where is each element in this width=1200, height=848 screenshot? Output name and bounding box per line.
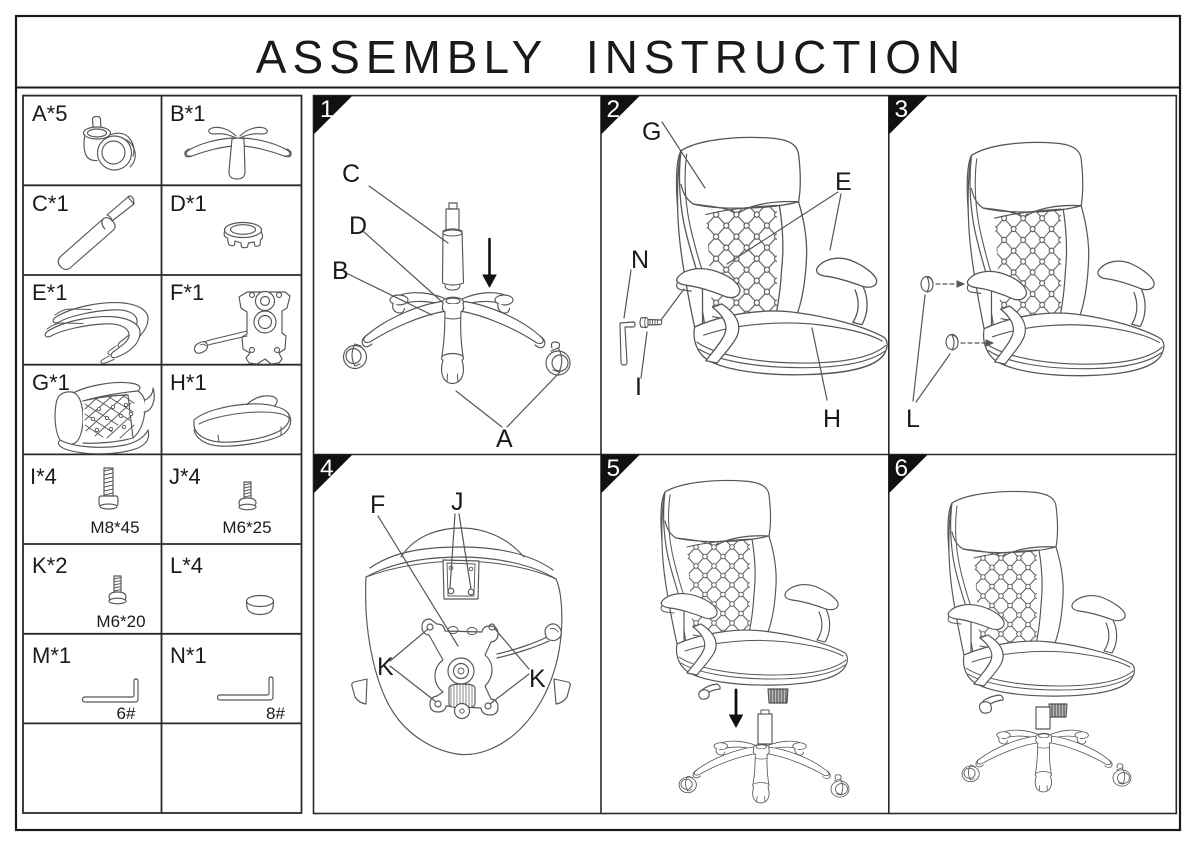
svg-text:J: J — [451, 488, 464, 516]
svg-text:K*2: K*2 — [32, 553, 67, 578]
svg-text:M6*20: M6*20 — [96, 612, 145, 631]
svg-text:E*1: E*1 — [32, 280, 67, 305]
svg-text:C: C — [342, 160, 360, 188]
svg-text:M8*45: M8*45 — [90, 518, 139, 537]
svg-text:F*1: F*1 — [170, 280, 204, 305]
svg-text:H*1: H*1 — [170, 370, 207, 395]
svg-text:D*1: D*1 — [170, 191, 207, 216]
svg-text:H: H — [823, 405, 841, 433]
svg-text:K: K — [377, 653, 394, 681]
svg-text:N*1: N*1 — [170, 643, 207, 668]
svg-text:M*1: M*1 — [32, 643, 71, 668]
svg-text:1: 1 — [320, 96, 334, 123]
svg-text:G*1: G*1 — [32, 370, 70, 395]
svg-text:N: N — [631, 246, 649, 274]
svg-text:K: K — [529, 665, 546, 693]
svg-text:F: F — [370, 491, 385, 519]
svg-text:ASSEMBLY INSTRUCTION: ASSEMBLY INSTRUCTION — [256, 31, 966, 83]
svg-text:C*1: C*1 — [32, 191, 69, 216]
svg-text:6: 6 — [895, 455, 909, 482]
svg-text:D: D — [349, 212, 367, 240]
svg-text:B*1: B*1 — [170, 101, 205, 126]
svg-text:A*5: A*5 — [32, 101, 67, 126]
svg-text:3: 3 — [895, 96, 909, 123]
svg-text:L: L — [906, 405, 920, 433]
svg-text:E: E — [835, 168, 852, 196]
svg-text:L*4: L*4 — [170, 553, 203, 578]
svg-text:B: B — [332, 257, 349, 285]
svg-text:6#: 6# — [117, 704, 136, 723]
svg-text:I*4: I*4 — [30, 464, 57, 489]
svg-text:A: A — [496, 425, 513, 453]
svg-text:M6*25: M6*25 — [222, 518, 271, 537]
svg-text:5: 5 — [607, 455, 621, 482]
svg-text:2: 2 — [607, 96, 621, 123]
svg-text:J*4: J*4 — [169, 464, 201, 489]
svg-text:4: 4 — [320, 455, 334, 482]
svg-text:8#: 8# — [266, 704, 285, 723]
svg-text:G: G — [642, 118, 661, 146]
svg-text:I: I — [635, 373, 642, 401]
